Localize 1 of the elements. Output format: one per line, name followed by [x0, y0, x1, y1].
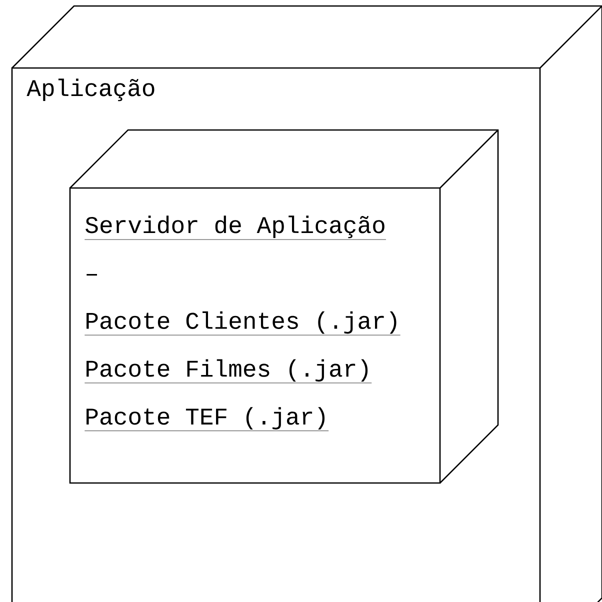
node-box: Servidor de Aplicação – Pacote Clientes (.jar) Pacote Filmes (.jar) Pacote TEF (.jar): [69, 129, 499, 484]
